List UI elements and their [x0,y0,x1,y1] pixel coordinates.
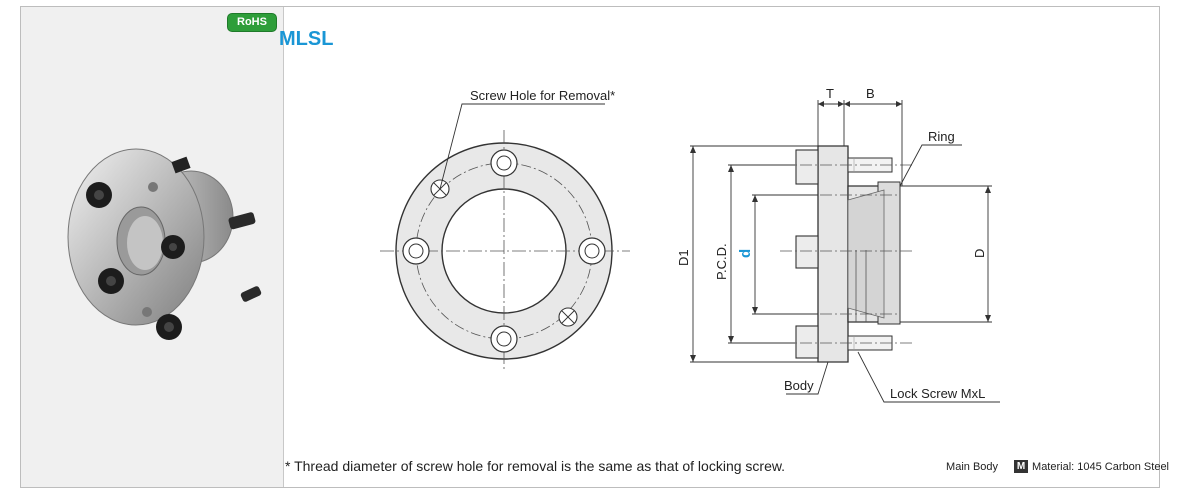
dim-label-t: T [826,86,834,101]
dim-label-b: B [866,86,875,101]
label-body: Body [784,378,814,393]
bolt-hole-top [490,149,518,177]
material-text: Material: 1045 Carbon Steel [1032,460,1169,473]
dim-label-d1: D1 [676,249,691,266]
bolt-hole-left [402,237,430,265]
material-spec: Main Body M Material: 1045 Carbon Steel [946,460,1169,473]
product-title: MLSL [279,28,334,50]
product-frame: RoHS [20,6,1160,488]
label-lock-screw: Lock Screw MxL [890,386,985,401]
footnote: * Thread diameter of screw hole for remo… [285,458,786,474]
bolt-hole-right [578,237,606,265]
removal-hole-lower-right [558,307,578,327]
dim-label-pcd: P.C.D. [714,243,729,280]
label-screw-hole-removal: Screw Hole for Removal* [470,88,615,103]
product-photo-panel: RoHS [21,7,284,487]
material-part-label: Main Body [946,460,999,473]
dim-label-big-d: D [972,249,987,258]
material-icon: M [1014,460,1029,473]
product-photo [67,148,262,340]
dimension-lines [690,100,1000,403]
front-view [380,103,630,372]
rohs-badge: RoHS [227,13,277,32]
dimension-arrows [690,101,991,362]
dim-label-small-d: d [737,249,754,258]
bolt-hole-bottom [490,325,518,353]
side-view [760,145,912,363]
label-ring: Ring [928,129,955,144]
